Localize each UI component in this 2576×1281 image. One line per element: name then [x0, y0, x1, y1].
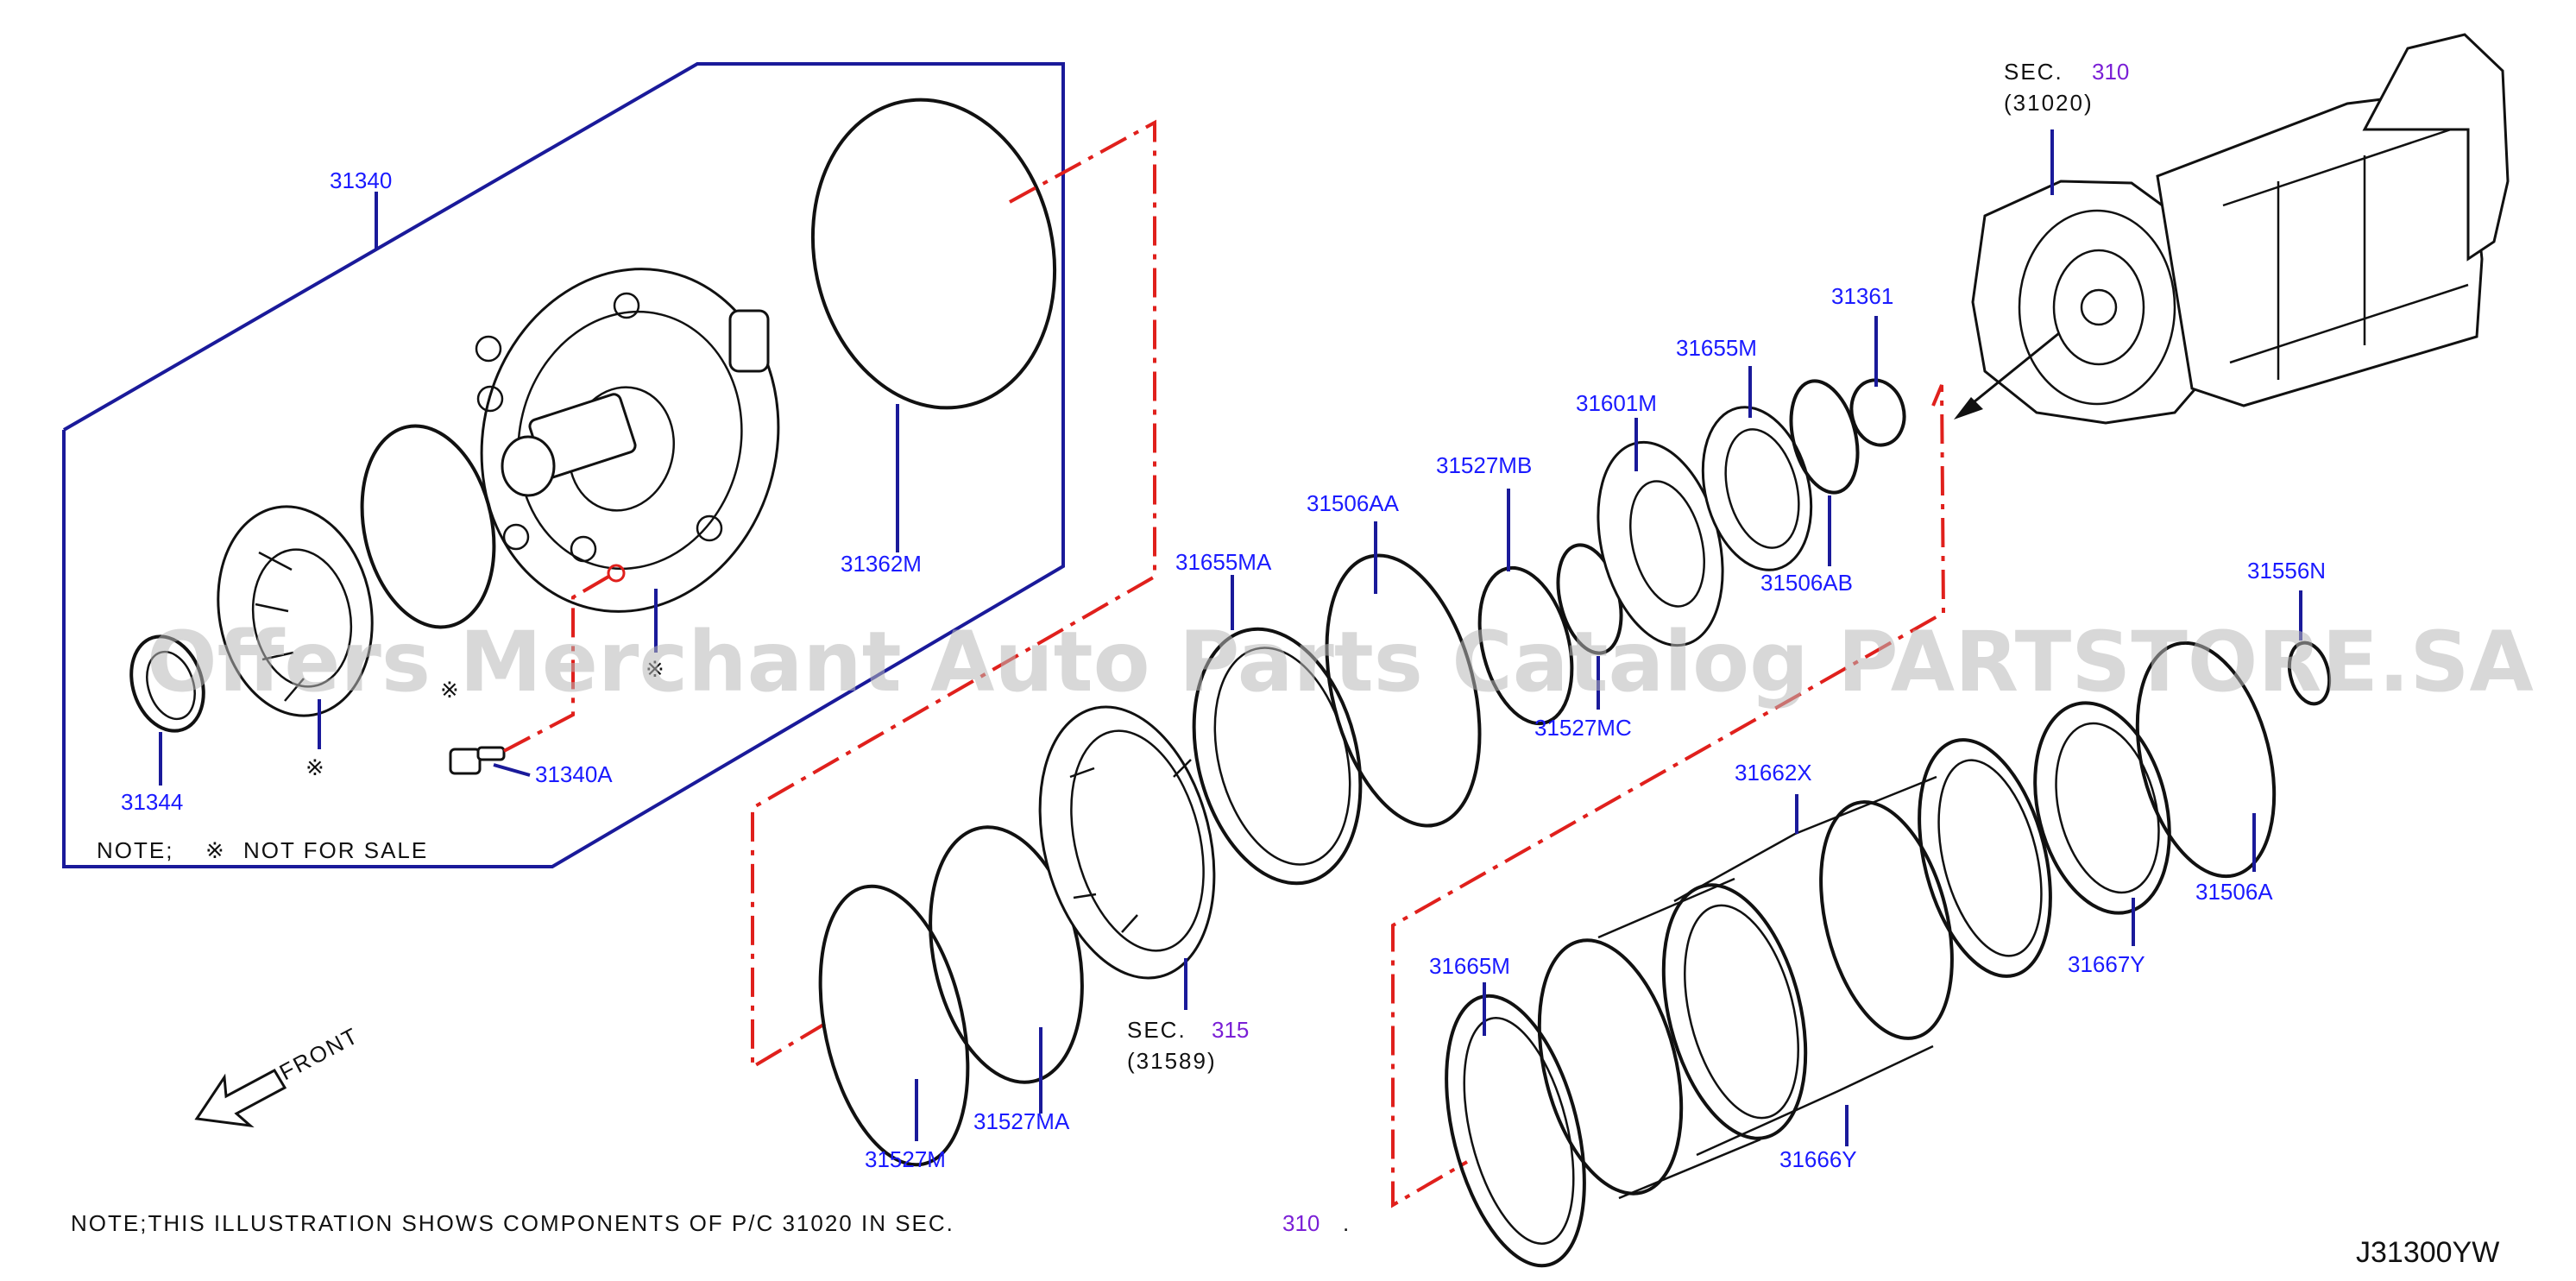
o-ring-31527MA — [929, 825, 1084, 1084]
snap-ring-31506AB — [1789, 379, 1860, 495]
snap-ring-31506A — [2135, 640, 2277, 879]
label-31665M: 31665M — [1429, 953, 1510, 979]
sec310-sub: (31020) — [2004, 90, 2094, 116]
arrow-head — [1954, 397, 1983, 420]
front-label: FRONT — [275, 1022, 363, 1085]
oil-seal-31344 — [129, 634, 205, 733]
oil-pump-body — [475, 268, 780, 613]
label-31506AA: 31506AA — [1307, 490, 1400, 516]
arrow-to-pump — [1968, 331, 2060, 407]
bottom-note-dot: . — [1343, 1210, 1351, 1236]
sec310-label: SEC. — [2004, 59, 2063, 85]
bolt-31340A — [449, 746, 506, 775]
plate-31655MA — [1192, 627, 1363, 886]
label-31361: 31361 — [1831, 283, 1893, 309]
label-31667Y: 31667Y — [2068, 951, 2145, 977]
label-31527MB: 31527MB — [1436, 452, 1532, 478]
bottom-note-sec: 310 — [1282, 1210, 1319, 1236]
leader-31340A — [493, 763, 531, 777]
label-31556N: 31556N — [2247, 558, 2326, 584]
seal-31527MB — [1477, 565, 1574, 726]
label-31506AB: 31506AB — [1760, 570, 1853, 596]
seal-31361 — [1849, 378, 1906, 447]
label-31527MC: 31527MC — [1534, 715, 1632, 741]
seal-ring — [360, 424, 496, 629]
label-31362M: 31362M — [841, 551, 922, 577]
o-ring-31527M — [818, 884, 970, 1167]
bracket-31662X — [1673, 775, 1937, 903]
label-31655M: 31655M — [1676, 335, 1757, 361]
label-31662X: 31662X — [1735, 760, 1812, 786]
phantom-line-clutch — [1391, 384, 1946, 1208]
clutch-drum — [1038, 705, 1216, 980]
label-31340A: 31340A — [535, 761, 613, 787]
sec315-label: SEC. — [1127, 1017, 1187, 1043]
bottom-note-text: NOTE;THIS ILLUSTRATION SHOWS COMPONENTS … — [71, 1210, 954, 1236]
plate-31665M — [1445, 994, 1586, 1268]
sec310-number: 310 — [2092, 59, 2129, 85]
not-for-sale-mark-1: ※ — [646, 656, 666, 682]
clutch-pack-31662X — [1819, 738, 2052, 1040]
sec315-sub: (31589) — [1127, 1048, 1217, 1074]
label-31506A: 31506A — [2195, 879, 2273, 905]
diagram-code: J31300YW — [2356, 1236, 2499, 1269]
label-31527MA: 31527MA — [973, 1108, 1070, 1134]
label-31601M: 31601M — [1576, 390, 1657, 416]
label-31655MA: 31655MA — [1175, 549, 1272, 575]
pump-group-boundary — [62, 62, 1065, 868]
phantom-bolt — [503, 571, 616, 753]
not-for-sale-mark-2: ※ — [305, 754, 326, 780]
bracket-31666Y — [1696, 1044, 1934, 1157]
o-ring-31362M — [810, 98, 1057, 410]
phantom-line-pump — [751, 119, 1156, 1070]
label-31666Y: 31666Y — [1779, 1146, 1857, 1172]
watermark: Offers Merchant Auto Parts Catalog PARTS… — [147, 614, 2534, 710]
note-box-text: NOT FOR SALE — [243, 837, 428, 863]
note-box-mark: ※ — [205, 837, 226, 863]
note-box-note: NOTE; — [97, 837, 173, 863]
sec315-number: 315 — [1212, 1017, 1249, 1043]
not-for-sale-mark-3: ※ — [440, 677, 461, 703]
snap-ring-31506AA — [1325, 553, 1482, 828]
pump-cover — [217, 505, 374, 717]
snap-ring-31556N — [2287, 640, 2332, 706]
label-31527M: 31527M — [865, 1146, 946, 1172]
front-arrow — [194, 1069, 287, 1128]
plate-31667Y — [2033, 701, 2171, 915]
transmission-assembly — [1971, 33, 2510, 425]
label-31340: 31340 — [330, 167, 392, 193]
label-31344: 31344 — [121, 789, 183, 815]
